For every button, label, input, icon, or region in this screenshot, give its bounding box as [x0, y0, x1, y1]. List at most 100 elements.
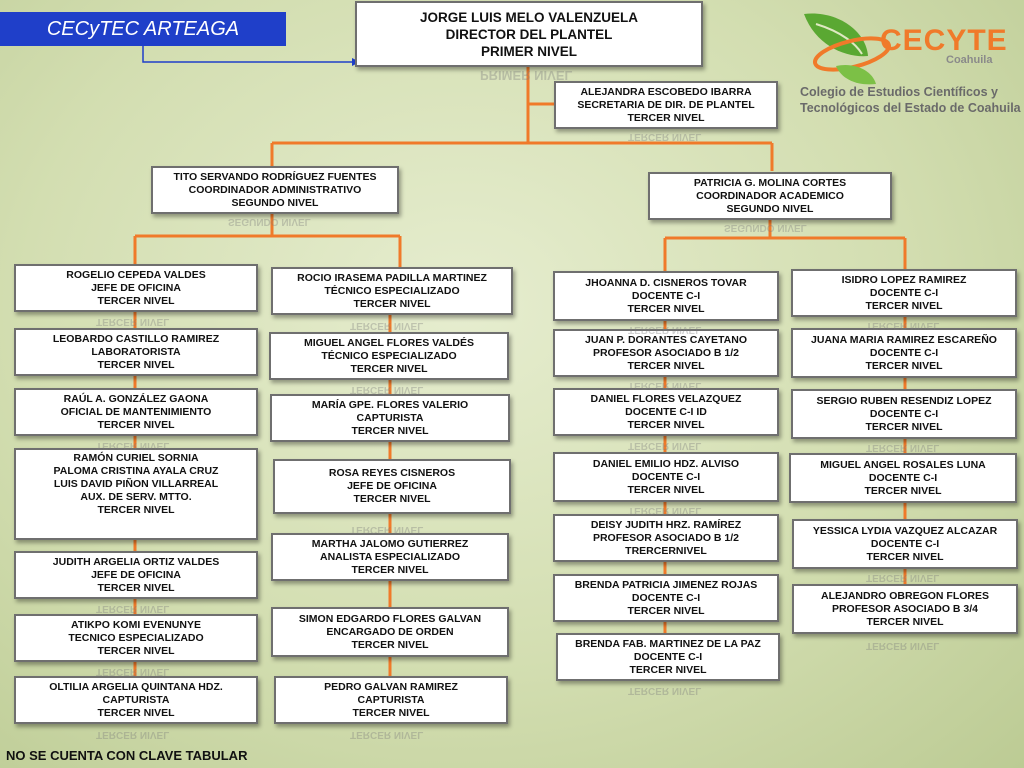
staff-box: YESSICA LYDIA VAZQUEZ ALCAZAR DOCENTE C-… — [792, 519, 1018, 569]
staff-line: JUDITH ARGELIA ORTIZ VALDES — [52, 555, 220, 568]
leaf-logo-icon — [804, 13, 892, 85]
secretary-role: SECRETARIA DE DIR. DE PLANTEL — [577, 98, 755, 111]
staff-box: OLTILIA ARGELIA QUINTANA HDZ. CAPTURISTA… — [14, 676, 258, 724]
coord-acad-level: SEGUNDO NIVEL — [726, 202, 814, 215]
staff-line: TERCER NIVEL — [627, 604, 705, 617]
staff-line: DOCENTE C-I — [631, 591, 701, 604]
staff-line: ANALISTA ESPECIALIZADO — [319, 550, 460, 563]
staff-line: TRERCERNIVEL — [625, 544, 707, 557]
staff-line: TERCER NIVEL — [353, 297, 431, 310]
staff-line: MARÍA GPE. FLORES VALERIO — [311, 398, 469, 411]
staff-line: TERCER NIVEL — [350, 362, 428, 375]
staff-line: ROCIO IRASEMA PADILLA MARTINEZ — [297, 271, 487, 284]
staff-line: TERCER NIVEL — [97, 644, 175, 657]
staff-line: ROSA REYES CISNEROS — [328, 467, 456, 479]
staff-line: LABORATORISTA — [91, 345, 181, 358]
coord-admin-name: TITO SERVANDO RODRÍGUEZ FUENTES — [173, 170, 377, 183]
staff-line: TERCER NIVEL — [864, 484, 942, 497]
staff-line: TERCER NIVEL — [97, 418, 175, 431]
staff-line: DANIEL FLORES VELAZQUEZ — [590, 392, 742, 405]
staff-box: LEOBARDO CASTILLO RAMIREZ LABORATORISTA … — [14, 328, 258, 376]
staff-line: DOCENTE C-I — [631, 289, 701, 302]
staff-line: LEOBARDO CASTILLO RAMIREZ — [52, 332, 220, 345]
staff-line: MIGUEL ANGEL FLORES VALDÉS — [304, 336, 474, 349]
staff-line: DOCENTE C-I — [633, 650, 703, 663]
staff-line: DOCENTE C-I — [868, 471, 938, 484]
staff-line: PALOMA CRISTINA AYALA CRUZ — [53, 465, 219, 477]
staff-line: TERCER NIVEL — [866, 615, 944, 628]
staff-line: RAMÓN CURIEL SORNIA — [73, 452, 199, 464]
director-level: PRIMER NIVEL — [480, 43, 577, 59]
staff-line: SIMON EDGARDO FLORES GALVAN — [298, 612, 482, 625]
staff-box: PEDRO GALVAN RAMIREZ CAPTURISTA TERCER N… — [274, 676, 508, 724]
staff-box: JUANA MARIA RAMIREZ ESCAREÑO DOCENTE C-I… — [791, 328, 1017, 378]
staff-box: RAMÓN CURIEL SORNIA PALOMA CRISTINA AYAL… — [14, 448, 258, 540]
staff-box: ALEJANDRO OBREGON FLORES PROFESOR ASOCIA… — [792, 584, 1018, 634]
staff-line: LUIS DAVID PIÑON VILLARREAL — [53, 478, 219, 490]
staff-box: RAÚL A. GONZÁLEZ GAONA OFICIAL DE MANTEN… — [14, 388, 258, 436]
page-title: CECyTEC ARTEAGA — [0, 12, 286, 46]
staff-line: TERCER NIVEL — [97, 294, 175, 307]
director-box: JORGE LUIS MELO VALENZUELA DIRECTOR DEL … — [355, 1, 703, 67]
staff-box: ISIDRO LOPEZ RAMIREZ DOCENTE C-I TERCER … — [791, 269, 1017, 317]
staff-line: PROFESOR ASOCIADO B 1/2 — [592, 346, 740, 359]
staff-line: ALEJANDRO OBREGON FLORES — [820, 589, 989, 602]
logo-subtitle-line2: Tecnológicos del Estado de Coahuila — [800, 101, 1021, 115]
staff-line: PROFESOR ASOCIADO B 1/2 — [592, 531, 740, 544]
staff-line: MARTHA JALOMO GUTIERREZ — [311, 537, 469, 550]
staff-line: DOCENTE C-I — [869, 407, 939, 420]
staff-line: ISIDRO LOPEZ RAMIREZ — [841, 273, 967, 286]
staff-line: TERCER NIVEL — [627, 359, 705, 372]
logo-wordmark: CECYTE — [880, 24, 1008, 57]
coord-acad-role: COORDINADOR ACADEMICO — [696, 189, 844, 202]
director-role: DIRECTOR DEL PLANTEL — [445, 26, 613, 42]
staff-line: MIGUEL ANGEL ROSALES LUNA — [820, 458, 986, 471]
staff-line: TERCER NIVEL — [627, 302, 705, 315]
staff-box: ATIKPO KOMI EVENUNYE TECNICO ESPECIALIZA… — [14, 614, 258, 662]
logo-region: Coahuila — [946, 54, 993, 66]
staff-box: JUAN P. DORANTES CAYETANO PROFESOR ASOCI… — [553, 329, 779, 377]
coord-admin-role: COORDINADOR ADMINISTRATIVO — [188, 183, 362, 196]
staff-line: TERCER NIVEL — [866, 550, 944, 563]
staff-line: TERCER NIVEL — [351, 638, 429, 651]
staff-box: DANIEL EMILIO HDZ. ALVISO DOCENTE C-I TE… — [553, 452, 779, 502]
staff-line: CAPTURISTA — [102, 693, 170, 706]
staff-line: TERCER NIVEL — [351, 563, 429, 576]
staff-box: DEISY JUDITH HRZ. RAMÍREZ PROFESOR ASOCI… — [553, 514, 779, 562]
staff-line: TÉCNICO ESPECIALIZADO — [321, 349, 457, 362]
logo-subtitle-line1: Colegio de Estudios Científicos y — [800, 85, 998, 99]
staff-line: BRENDA PATRICIA JIMENEZ ROJAS — [574, 578, 758, 591]
logo-subtitle: Colegio de Estudios Científicos y Tecnol… — [800, 84, 1021, 116]
staff-line: TERCER NIVEL — [352, 706, 430, 719]
staff-line: DANIEL EMILIO HDZ. ALVISO — [592, 457, 740, 470]
director-name: JORGE LUIS MELO VALENZUELA — [419, 9, 638, 25]
staff-box: JHOANNA D. CISNEROS TOVAR DOCENTE C-I TE… — [553, 271, 779, 321]
staff-line: YESSICA LYDIA VAZQUEZ ALCAZAR — [812, 524, 998, 537]
staff-line: TERCER NIVEL — [627, 418, 705, 431]
staff-line: PEDRO GALVAN RAMIREZ — [324, 680, 458, 693]
staff-box: JUDITH ARGELIA ORTIZ VALDES JEFE DE OFIC… — [14, 551, 258, 599]
secretary-level: TERCER NIVEL — [627, 111, 705, 124]
footer-note: NO SE CUENTA CON CLAVE TABULAR — [6, 748, 248, 763]
staff-line: PROFESOR ASOCIADO B 3/4 — [831, 602, 979, 615]
staff-box: ROGELIO CEPEDA VALDES JEFE DE OFICINA TE… — [14, 264, 258, 312]
staff-line: DOCENTE C-I ID — [625, 405, 707, 418]
coord-admin-box: TITO SERVANDO RODRÍGUEZ FUENTES COORDINA… — [151, 166, 399, 214]
staff-line: JEFE DE OFICINA — [91, 568, 181, 581]
coord-admin-level: SEGUNDO NIVEL — [231, 196, 319, 209]
staff-line: JUANA MARIA RAMIREZ ESCAREÑO — [811, 333, 997, 346]
staff-line: CAPTURISTA — [356, 411, 424, 424]
staff-line: DOCENTE C-I — [869, 286, 939, 299]
secretary-name: ALEJANDRA ESCOBEDO IBARRA — [580, 85, 752, 98]
secretary-box: ALEJANDRA ESCOBEDO IBARRA SECRETARIA DE … — [554, 81, 778, 129]
staff-line: DOCENTE C-I — [631, 470, 701, 483]
staff-line: TERCER NIVEL — [353, 493, 431, 505]
staff-line: ROGELIO CEPEDA VALDES — [66, 268, 206, 281]
staff-box: SIMON EDGARDO FLORES GALVAN ENCARGADO DE… — [271, 607, 509, 657]
staff-line: TERCER NIVEL — [97, 581, 175, 594]
staff-box: MIGUEL ANGEL FLORES VALDÉS TÉCNICO ESPEC… — [269, 332, 509, 380]
staff-box: MARTHA JALOMO GUTIERREZ ANALISTA ESPECIA… — [271, 533, 509, 581]
staff-line: SERGIO RUBEN RESENDIZ LOPEZ — [816, 394, 992, 407]
staff-box: BRENDA PATRICIA JIMENEZ ROJAS DOCENTE C-… — [553, 574, 779, 622]
staff-line: OFICIAL DE MANTENIMIENTO — [60, 405, 212, 418]
